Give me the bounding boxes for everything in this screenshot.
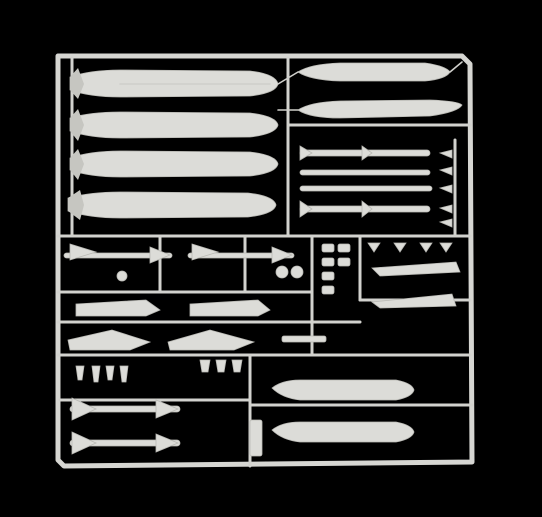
pod (271, 421, 415, 443)
missile (299, 200, 431, 218)
lower-bits (75, 359, 243, 383)
drop-tank-group (67, 68, 279, 220)
small-parts-cluster (281, 242, 453, 343)
missile (69, 397, 181, 421)
mid-missile-group (63, 243, 304, 282)
pylon (67, 329, 152, 351)
missile (69, 431, 181, 455)
small-tank (297, 99, 463, 119)
missile (63, 243, 173, 264)
missile (299, 145, 431, 161)
missile (299, 169, 431, 176)
missile (187, 243, 295, 264)
lower-missile-group (69, 397, 181, 455)
pylon-group (67, 261, 461, 351)
drop-tank (69, 69, 279, 98)
pylon (189, 299, 271, 317)
sprue-outer-frame (55, 53, 475, 469)
pylon (75, 299, 161, 317)
drop-tank (69, 111, 279, 139)
pod (271, 379, 415, 401)
missile (299, 185, 433, 192)
sprue-runners (56, 56, 474, 468)
missile-group (299, 138, 457, 238)
pylon (167, 329, 256, 351)
pod-group (249, 379, 415, 457)
drop-tank (67, 190, 277, 220)
drop-tank (69, 150, 279, 178)
small-tank (297, 62, 451, 82)
small-tank-group (277, 61, 463, 119)
